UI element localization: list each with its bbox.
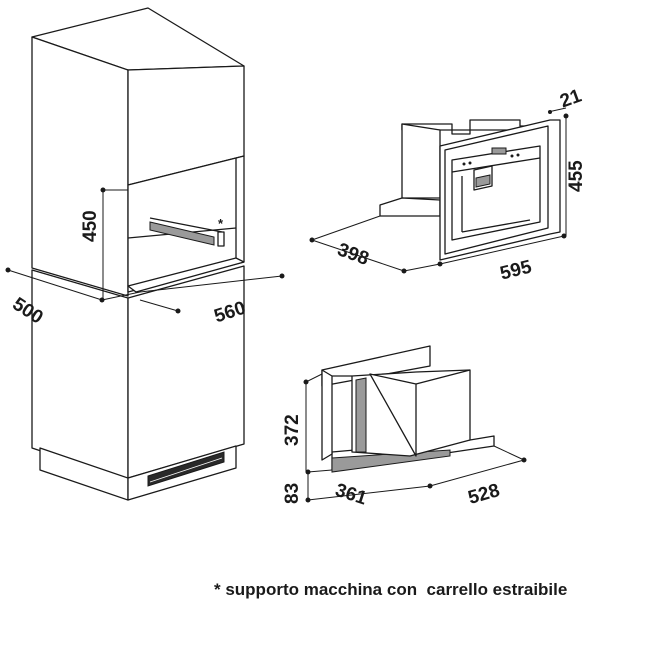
dim-body-width: 528 (466, 480, 502, 509)
tall-cabinet (31, 7, 245, 501)
footnote: * supporto macchina con carrello estraib… (214, 580, 568, 599)
support-marker: * (218, 216, 224, 231)
dim-body-height: 372 (282, 414, 303, 446)
dim-appliance-width: 595 (498, 256, 534, 284)
dim-niche-height: 450 (80, 210, 101, 242)
dim-frame-depth: 21 (557, 85, 584, 112)
appliance-body-view (321, 345, 495, 473)
dim-appliance-depth: 398 (335, 239, 372, 270)
cabinet-dimensions (5, 187, 285, 314)
appliance-dimensions (309, 107, 569, 274)
body-dimensions (303, 373, 527, 503)
dim-base-height: 83 (282, 483, 303, 504)
dim-appliance-height: 455 (566, 160, 587, 192)
dim-body-depth: 361 (333, 480, 370, 510)
appliance-front-view (379, 119, 561, 261)
